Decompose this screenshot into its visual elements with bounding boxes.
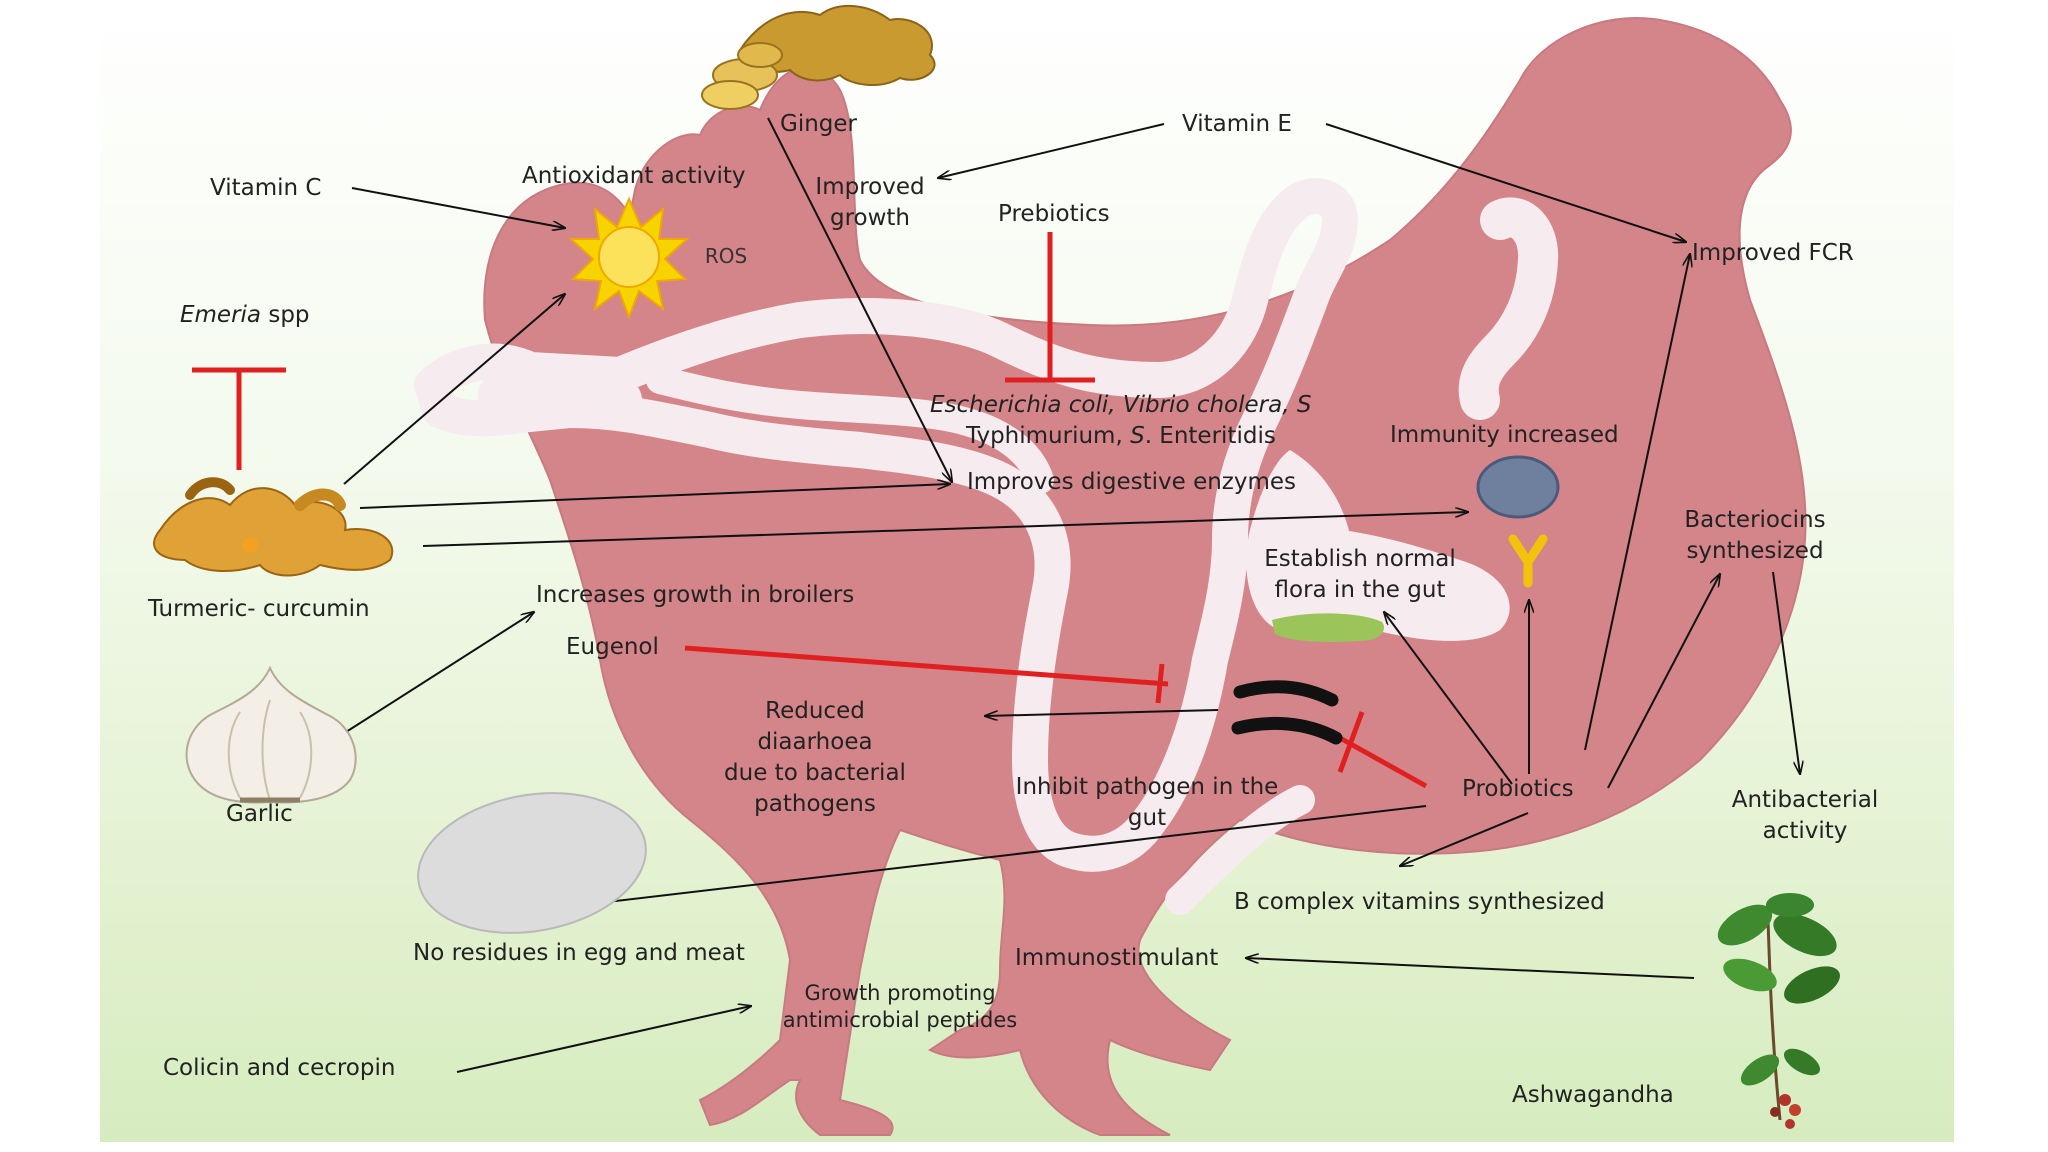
label-normal-flora: Establish normal flora in the gut bbox=[1264, 546, 1456, 603]
label-eugenol: Eugenol bbox=[566, 634, 659, 660]
antibody-icon bbox=[1508, 534, 1548, 588]
label-pathogens-line2: Typhimurium, S. Enteritidis bbox=[966, 421, 1276, 452]
gut-flora-band bbox=[1272, 613, 1385, 642]
digestive-tract bbox=[414, 178, 1559, 915]
label-improved-fcr: Improved FCR bbox=[1692, 240, 1854, 266]
inhibition-probiotics bbox=[1337, 711, 1428, 789]
label-emeria: Emeria spp bbox=[180, 300, 310, 331]
inhibition-prebiotics bbox=[1005, 232, 1095, 383]
label-immunity-increased: Immunity increased bbox=[1390, 422, 1619, 448]
turmeric-root-icon bbox=[153, 477, 394, 577]
immune-cell-icon bbox=[1476, 455, 1560, 519]
label-reduced-diarrhoea: Reduced diaarhoea due to bacterial patho… bbox=[724, 698, 906, 817]
ginger-root-icon bbox=[701, 4, 936, 110]
label-antibacterial-activity: Antibacterial activity bbox=[1731, 787, 1879, 844]
label-inhibit-pathogen: Inhibit pathogen in the gut bbox=[1015, 774, 1279, 831]
ros-sun-icon bbox=[568, 196, 690, 320]
label-emeria-suffix: spp bbox=[261, 302, 310, 328]
label-pathogens-enteritidis: . Enteritidis bbox=[1144, 423, 1276, 449]
label-pathogens-s: S bbox=[1130, 423, 1145, 449]
label-turmeric: Turmeric- curcumin bbox=[148, 596, 370, 622]
label-ros: ROS bbox=[704, 244, 748, 268]
label-garlic: Garlic bbox=[226, 801, 293, 827]
label-vitamin-c: Vitamin C bbox=[210, 175, 322, 201]
label-improved-growth: Improved growth bbox=[815, 174, 925, 231]
inhibition-emeria bbox=[192, 367, 286, 470]
garlic-bulb-icon bbox=[185, 665, 357, 804]
label-probiotics: Probiotics bbox=[1462, 776, 1574, 802]
gut-marks bbox=[1231, 680, 1343, 745]
label-pathogens-typhimurium: Typhimurium, bbox=[966, 423, 1131, 449]
inhibition-eugenol bbox=[684, 645, 1169, 704]
label-prebiotics: Prebiotics bbox=[998, 201, 1110, 227]
egg-icon bbox=[417, 792, 647, 934]
label-ginger: Ginger bbox=[780, 111, 857, 137]
label-antimicrobial-peptides: Growth promoting antimicrobial peptides bbox=[782, 981, 1018, 1032]
diagram-panel: Ginger Vitamin E Vitamin C Antioxidant a… bbox=[100, 0, 1954, 1142]
arrows bbox=[343, 117, 1800, 1073]
ashwagandha-plant-icon bbox=[1717, 893, 1840, 1129]
label-immunostimulant: Immunostimulant bbox=[1015, 945, 1219, 971]
label-antioxidant-activity: Antioxidant activity bbox=[522, 163, 746, 189]
label-colicin-cecropin: Colicin and cecropin bbox=[163, 1055, 396, 1081]
label-vitamin-e: Vitamin E bbox=[1182, 111, 1292, 137]
label-no-residues: No residues in egg and meat bbox=[413, 940, 745, 966]
label-ashwagandha: Ashwagandha bbox=[1512, 1082, 1674, 1108]
label-digestive-enzymes: Improves digestive enzymes bbox=[967, 469, 1297, 495]
label-emeria-genus: Emeria bbox=[180, 302, 262, 328]
label-pathogens-line1: Escherichia coli, Vibrio cholera, S bbox=[930, 392, 1312, 418]
diagram-artwork bbox=[153, 4, 1840, 1136]
label-bacteriocins: Bacteriocins synthesized bbox=[1684, 507, 1826, 564]
label-increases-growth: Increases growth in broilers bbox=[536, 582, 855, 608]
label-b-complex: B complex vitamins synthesized bbox=[1234, 889, 1605, 915]
hen-silhouette bbox=[483, 17, 1807, 1136]
